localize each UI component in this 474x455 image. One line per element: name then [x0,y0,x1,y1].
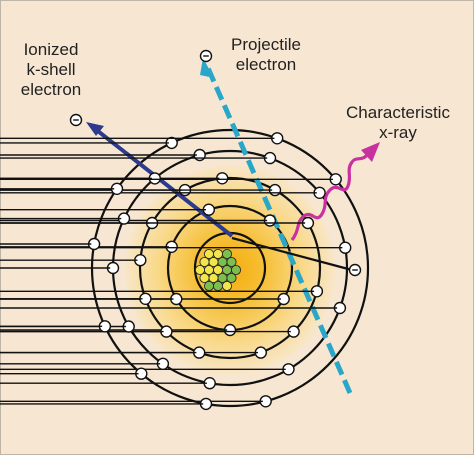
ionized-arrowhead [86,122,104,136]
shell-electron [0,186,326,200]
xray-label-line2: x-ray [379,123,417,142]
neutron [230,264,242,276]
ionized-label-line1: Ionized [23,40,79,59]
shell-electron [0,237,101,251]
shell-electron [0,216,315,230]
neutron [212,280,224,292]
shell-electron [0,346,206,359]
shell-m [138,176,322,360]
neutron [226,272,237,284]
shell-electron [0,148,206,162]
shell-electron [0,357,170,370]
neutron [226,256,237,268]
proton [199,256,210,268]
ionized-electron-arrow [92,126,234,238]
nucleus [194,248,242,292]
shell-electron [0,132,284,145]
shell-electron [0,320,112,333]
ionized-label-line3: electron [20,80,82,99]
proton [199,272,210,284]
proton [203,248,215,260]
xray-wave [290,152,370,241]
shell-electron [0,240,178,254]
shell-electron [0,203,216,216]
shell-electron [0,301,347,315]
shell-electron [0,212,131,225]
ionized-label-line2: k-shell [26,60,76,79]
projectile-label-line2: electron [235,55,297,74]
characteristic-xray-label: Characteristic x-ray [330,103,466,143]
ionized-electron-label: Ionized k-shell electron [8,40,94,100]
proton [212,248,224,260]
shell-electron [0,151,277,165]
proton [221,280,233,292]
shell-electron [0,397,213,411]
shell-electron [0,367,148,380]
shell-electron [0,261,120,275]
shell-electron [0,292,152,305]
shell-electron [0,285,324,298]
shell-electron [0,241,352,254]
outer-shell-electron [348,263,362,277]
projectile-label-line1: Projectile [231,35,301,54]
projectile-electron-label: Projectile electron [216,35,316,75]
shell-electron [0,395,272,408]
shell-electron [0,173,342,186]
xray-label-line1: Characteristic [346,103,450,122]
shell-electron [0,172,162,185]
shell-electron [0,323,237,337]
xray-arrowhead [361,142,380,162]
ionized-electron-icon [69,113,83,127]
electron-transition-line [231,236,353,272]
electrons [0,49,362,411]
projectile-arrowhead [200,58,214,78]
projectile-electron-icon [199,49,213,63]
shell-electron [0,254,147,267]
shell-electron [0,377,216,390]
shell-electron [0,136,178,150]
neutron [203,280,215,292]
neutron [221,248,233,260]
shell-electron [0,182,124,196]
proton [194,264,206,276]
shell-electron [0,325,173,338]
